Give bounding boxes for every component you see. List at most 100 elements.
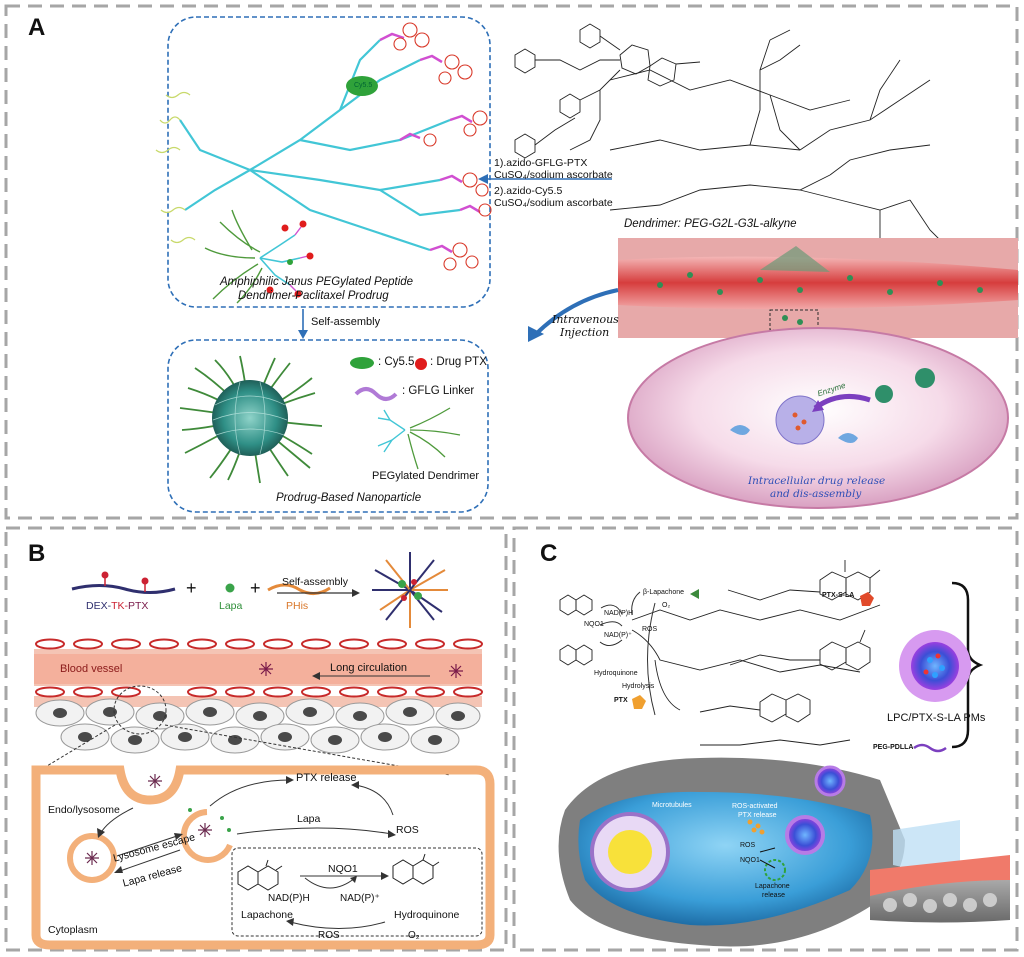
cell-b <box>31 765 495 950</box>
beta-lapachone-icon <box>690 589 699 599</box>
step1-line2: CuSO₄/sodium ascorbate <box>494 169 613 181</box>
ptx-structures <box>393 22 492 271</box>
release-line1: Intracellular drug release <box>748 475 886 487</box>
nqo1-label: NQO1 <box>328 863 358 875</box>
plus-1: + <box>186 578 197 598</box>
panel-c-border <box>512 526 1019 952</box>
ros-activated-line1: ROS-activated <box>732 803 778 810</box>
o2-label: O₂ <box>408 930 420 941</box>
c-ros-label: ROS <box>642 626 658 633</box>
pm-micelle-c <box>899 630 971 702</box>
legend-cy55-icon <box>350 357 374 369</box>
step1-line1: 1).azido-GFLG-PTX <box>494 157 588 169</box>
c-nadp-label: NAD(P)⁺ <box>604 632 632 639</box>
c-ros-cell-label: ROS <box>740 842 756 849</box>
phis-label: PHis <box>286 600 309 612</box>
lapachone-release-line1: Lapachone <box>755 883 790 890</box>
ptx-icon <box>632 695 646 709</box>
ros-activated-line2: PTX release <box>738 812 777 819</box>
nanoparticle-label: Prodrug-Based Nanoparticle <box>276 492 422 504</box>
lapa-label: Lapa <box>219 600 243 612</box>
polymer-label: DEX-TK-PTX <box>86 600 148 612</box>
endo-label: Endo/lysosome <box>48 804 120 816</box>
microtubules-label: Microtubules <box>652 802 692 809</box>
step2-line2: CuSO₄/sodium ascorbate <box>494 197 613 209</box>
legend-cy55: : Cy5.5 <box>378 356 415 368</box>
nadp-label: NAD(P)⁺ <box>340 893 380 904</box>
legend-drug: : Drug PTX <box>430 356 487 368</box>
blood-vessel-a <box>618 238 1018 338</box>
plus-2: + <box>250 578 261 598</box>
legend-drug-icon <box>415 358 427 370</box>
conjugate-title-line1: Amphiphilic Janus PEGylated Peptide <box>220 276 414 288</box>
dex-text: DEX- <box>86 600 112 612</box>
blood-vessel-b <box>34 638 483 707</box>
injection-line1: Intravenous <box>552 313 619 326</box>
panel-b-border <box>4 526 508 952</box>
c-ptx-label: PTX <box>614 697 628 704</box>
zoom-circle <box>113 685 167 735</box>
step2-line1: 2).azido-Cy5.5 <box>494 185 563 197</box>
release-line2: and dis-assembly <box>770 488 862 500</box>
tk-text: TK- <box>111 600 129 612</box>
cell-c <box>558 757 1010 947</box>
cy55-tag: Cy5.5 <box>354 82 373 89</box>
c-nadph-label: NAD(P)H <box>604 610 634 617</box>
pm-micelle-b <box>372 552 448 628</box>
c-hydroquinone-label: Hydroquinone <box>594 670 638 677</box>
dex-tk-ptx-polymer <box>71 571 176 594</box>
cy55-cloud <box>346 76 378 96</box>
peg-pdlla-icon <box>913 743 947 753</box>
panel-a-label: A <box>28 14 46 41</box>
ros-top-label: ROS <box>396 824 419 836</box>
hydroquinone-label: Hydroquinone <box>394 909 460 921</box>
c-nqo1-cell-label: NQO1 <box>740 857 760 864</box>
c-o2-label: O₂ <box>662 602 671 609</box>
conjugate-title-line2: Dendrimer-Paclitaxel Prodrug <box>238 290 389 302</box>
legend-dendrimer: PEGylated Dendrimer <box>372 470 479 482</box>
cell-a <box>627 327 1009 509</box>
panel-c-label: C <box>540 540 558 567</box>
blood-vessel-label: Blood vessel <box>60 663 123 675</box>
beta-lapachone-label: β-Lapachone <box>643 589 685 596</box>
gflg-linkers <box>379 32 481 254</box>
injection-line2: Injection <box>560 326 610 339</box>
ptx-s-la-label: PTX-S-LA <box>822 592 855 599</box>
dendrimer-chem-structure <box>609 29 951 261</box>
prodrug-nanoparticle <box>179 355 323 484</box>
self-assembly-label: Self-assembly <box>311 316 381 328</box>
panel-c-chemistry <box>559 560 881 746</box>
legend-dendrimer-icon <box>377 407 461 470</box>
injection-arrow <box>533 288 619 337</box>
brace <box>951 581 984 749</box>
cytoplasm-label: Cytoplasm <box>48 924 98 936</box>
nanoparticle-box <box>167 339 489 513</box>
c-nqo1-label: NQO1 <box>584 621 604 628</box>
legend-linker-icon <box>354 387 398 401</box>
ptx-text: PTX <box>128 600 149 612</box>
dendrimer-branches <box>179 39 461 252</box>
ptx-release-label: PTX release <box>296 772 357 784</box>
ros-bottom-label: ROS <box>318 930 340 941</box>
nadph-label: NAD(P)H <box>268 893 310 904</box>
lapa-icon <box>225 583 235 593</box>
panel-b-label: B <box>28 540 46 567</box>
small-dendrimer <box>204 209 314 304</box>
c-hydrolysis-label: Hydrolysis <box>622 683 655 690</box>
b-self-assembly-label: Self-assembly <box>282 576 348 588</box>
peg-chains-top <box>155 91 196 244</box>
legend-linker: : GFLG Linker <box>402 385 475 397</box>
peg-pdlla-label: PEG-PDLLA <box>873 744 914 751</box>
phis-icon <box>267 583 331 595</box>
long-circulation-label: Long circulation <box>330 662 408 674</box>
conjugate-box <box>167 16 491 308</box>
ptx-chem-structure <box>514 23 701 159</box>
dendrimer-label: Dendrimer: PEG-G2L-G3L-alkyne <box>624 218 797 230</box>
tissue-cells-b <box>35 698 481 754</box>
lapa-arrow-label: Lapa <box>297 813 321 825</box>
lapachone-release-line2: release <box>762 892 785 899</box>
pms-label: LPC/PTX-S-LA PMs <box>887 712 986 724</box>
lapachone-label: Lapachone <box>241 909 293 921</box>
ptx-s-la-icon <box>860 592 874 606</box>
